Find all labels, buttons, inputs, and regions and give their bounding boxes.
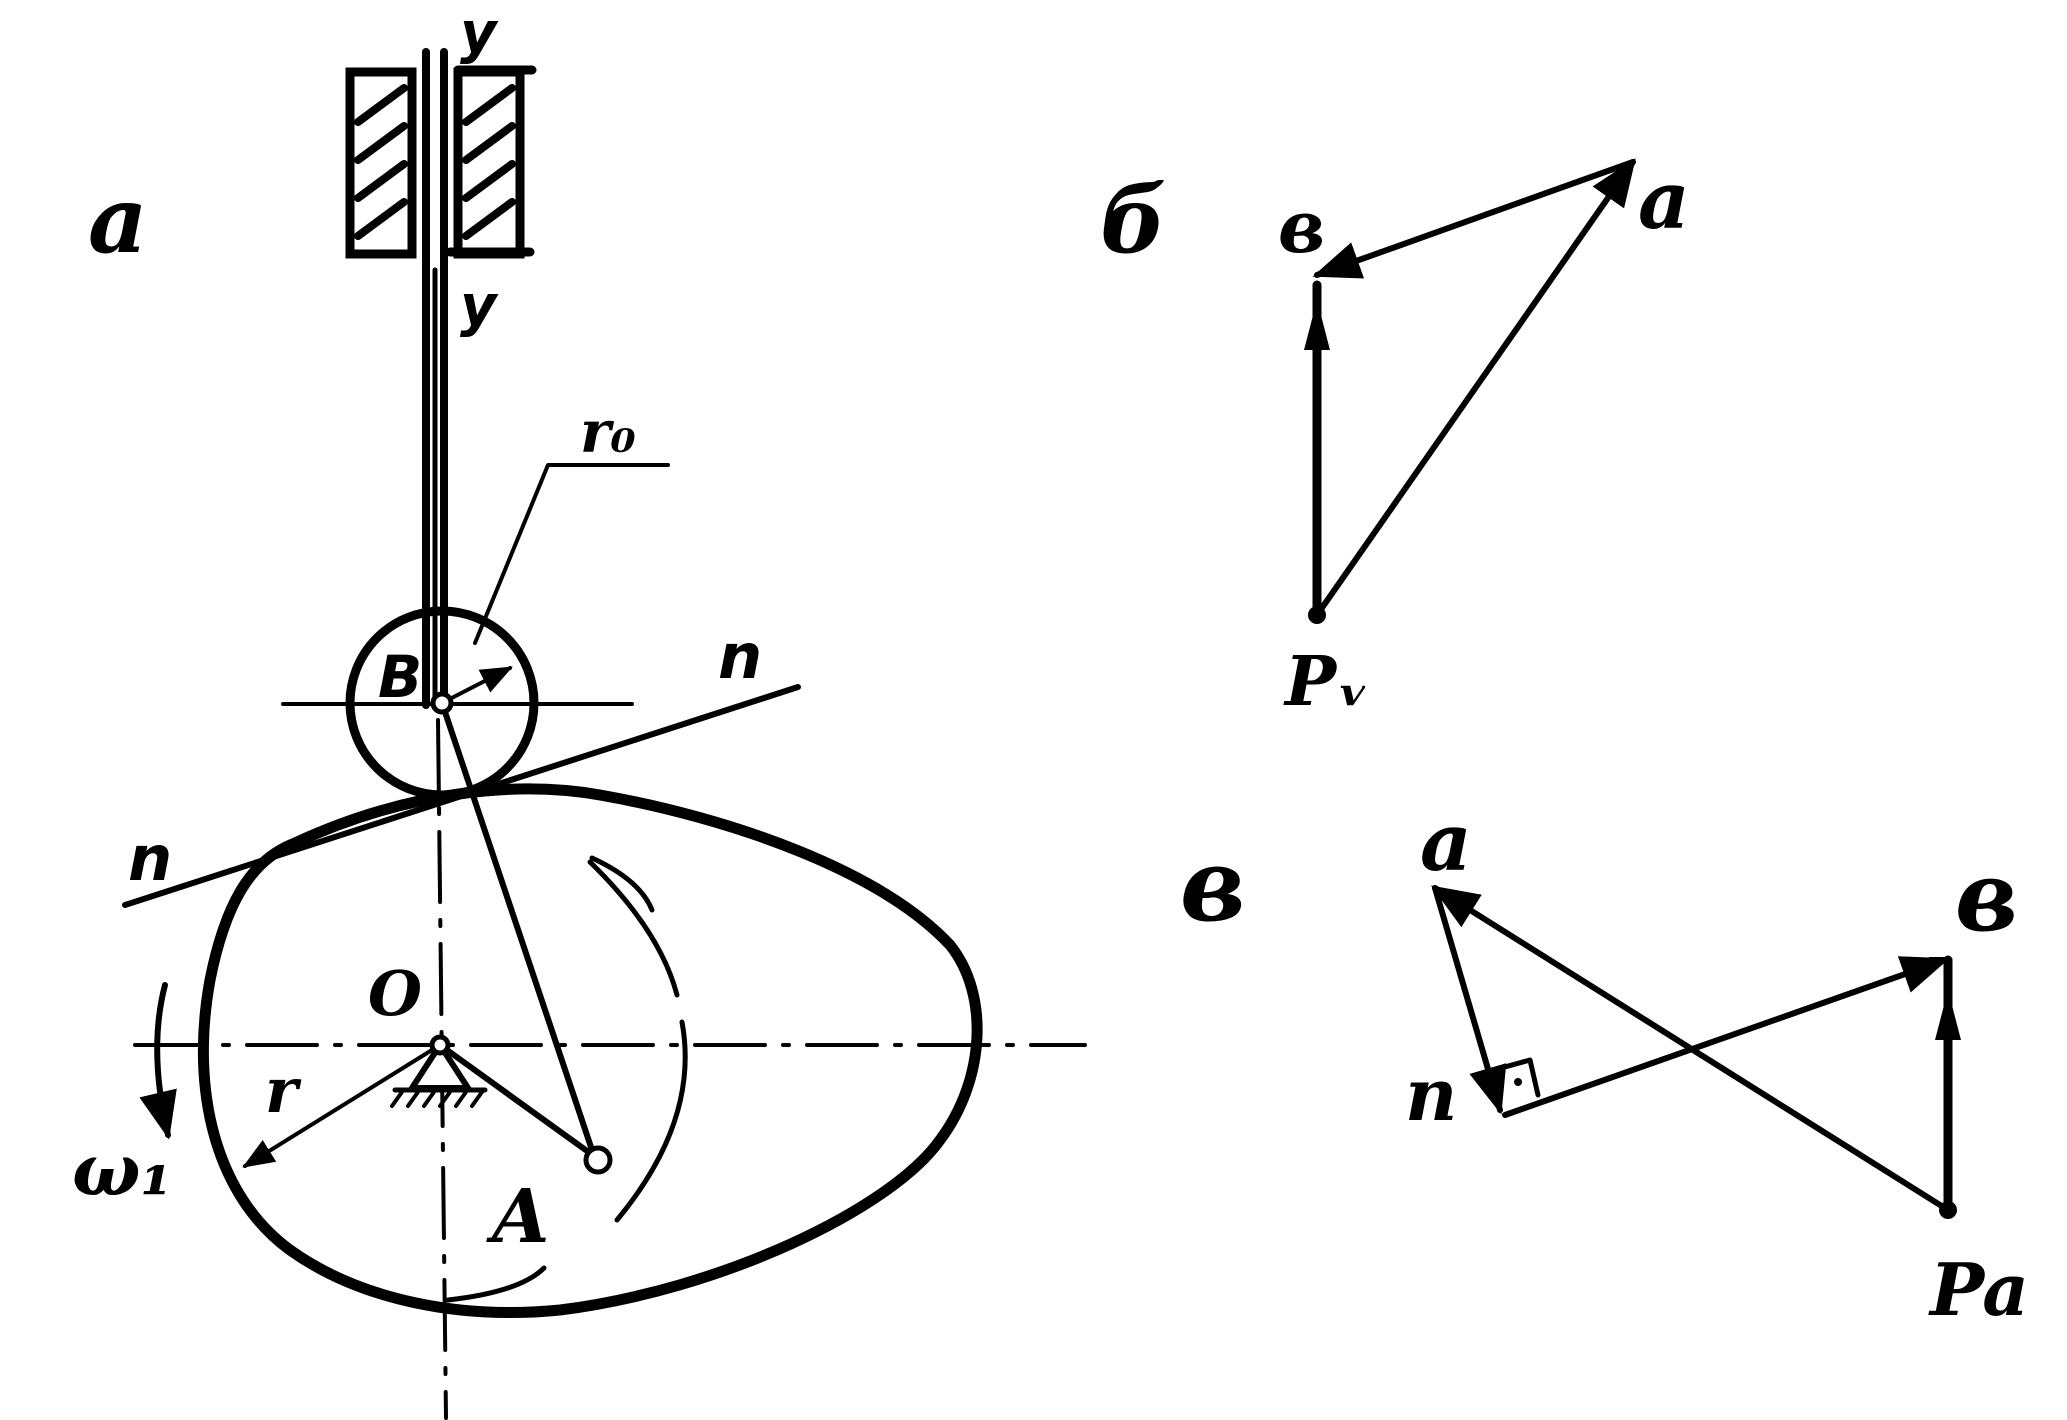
point-A-label: A xyxy=(486,1174,549,1260)
link-BA xyxy=(439,700,597,1159)
roller-circle xyxy=(345,606,539,800)
cam-center-label: O xyxy=(368,957,422,1030)
r0-leader xyxy=(473,463,670,645)
accel-vector-n-b xyxy=(1502,956,1950,1118)
roller-center-label: B xyxy=(378,643,422,711)
pin-A xyxy=(583,1145,613,1175)
pitch-arc-2 xyxy=(587,859,680,998)
pitch-arc-4 xyxy=(445,1265,547,1303)
guide-label-top: у xyxy=(460,1,499,66)
panel-a-mechanism: a у у B r₀ n n O r A ω₁ xyxy=(72,1,1087,1420)
accel-vector-a-n xyxy=(1432,885,1507,1115)
link-OA xyxy=(437,1042,597,1159)
velocity-pole-label: Pᵥ xyxy=(1283,642,1370,722)
panel-v-acceleration-plan: в a в n Pa xyxy=(1180,795,2029,1332)
pitch-arc-3 xyxy=(614,1019,688,1223)
follower-guide xyxy=(345,65,537,259)
accel-point-b-label: в xyxy=(1955,840,2018,953)
pitch-arc-1 xyxy=(589,855,655,913)
pole-Pv-dot xyxy=(1308,606,1326,624)
velocity-vector-Pv-a xyxy=(1314,158,1636,618)
panel-label-b: б xyxy=(1100,166,1166,274)
omega-label: ω₁ xyxy=(72,1127,172,1212)
accel-point-n-label: n xyxy=(1405,1052,1457,1137)
cam-radius-label: r xyxy=(265,1054,302,1127)
omega-arrow-icon xyxy=(139,982,177,1140)
cam-radius-line xyxy=(242,1043,442,1168)
roller-radius-label: r₀ xyxy=(580,398,636,466)
panel-label-a: a xyxy=(88,166,148,274)
panel-b-velocity-plan: б в a Pᵥ xyxy=(1100,153,1690,722)
cam-profile xyxy=(197,783,983,1318)
pole-Pa-dot xyxy=(1939,1201,1957,1219)
guide-hatching xyxy=(354,84,516,240)
accel-point-a-label: a xyxy=(1420,795,1472,889)
pin-B xyxy=(430,691,454,715)
arrowhead-icon-pvb xyxy=(1304,300,1330,350)
normal-line xyxy=(122,684,801,908)
accel-pole-label: Pa xyxy=(1928,1247,2029,1332)
panel-label-v: в xyxy=(1180,826,1246,944)
normal-label-right: n xyxy=(718,620,762,693)
fixed-support-hatching-icon xyxy=(390,1034,488,1108)
right-angle-mark-icon xyxy=(1491,1057,1541,1098)
velocity-point-a-label: a xyxy=(1638,153,1690,247)
r0-radius-line xyxy=(440,666,513,705)
velocity-point-b-label: в xyxy=(1278,184,1325,269)
arrowhead-icon-pab xyxy=(1935,990,1961,1040)
normal-label-left: n xyxy=(128,822,172,895)
velocity-vector-a-b xyxy=(1312,159,1636,279)
guide-label-bottom: у xyxy=(460,274,499,339)
